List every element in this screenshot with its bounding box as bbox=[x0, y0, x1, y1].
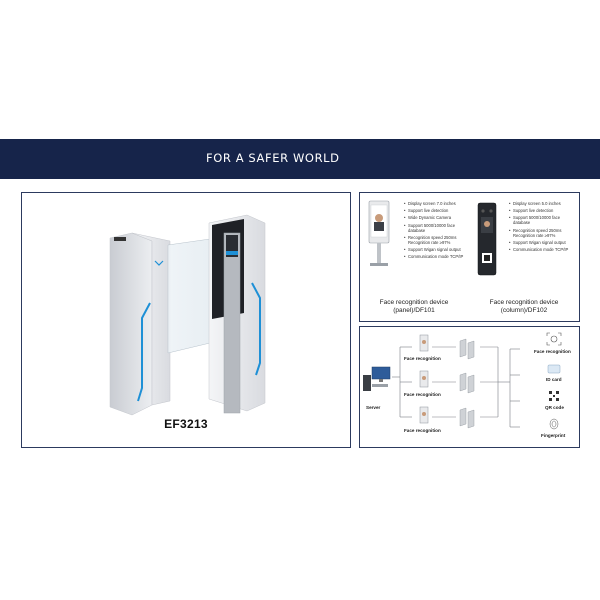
spec-item: Display screen 5.0 inches bbox=[509, 201, 577, 206]
column-device-image bbox=[477, 202, 497, 276]
panel-device-title-line2: (panel)/DF101 bbox=[393, 307, 435, 314]
header-banner: FOR A SAFER WORLD bbox=[0, 139, 600, 179]
column-device-title-line2: (column)/DF102 bbox=[500, 307, 548, 314]
turnstile-icon bbox=[459, 372, 467, 392]
face-terminal-2 bbox=[419, 370, 429, 388]
spec-item: Recognition speed 250ms Recognition rate… bbox=[404, 235, 470, 245]
terminal-label: Face recognition bbox=[404, 356, 441, 361]
column-device-title-line1: Face recognition device bbox=[489, 299, 559, 306]
turnstile-icon bbox=[459, 407, 467, 427]
system-diagram bbox=[363, 332, 562, 430]
spec-item: Support Wigan signal output bbox=[404, 247, 470, 252]
face-terminal-1 bbox=[419, 334, 429, 352]
system-diagram-panel: Server Face recognition Face recognition… bbox=[359, 326, 580, 448]
face-scan-icon bbox=[546, 332, 562, 346]
panel-device-specs: Display screen 7.0 inches Support live d… bbox=[404, 201, 470, 261]
panel-device-image bbox=[368, 200, 390, 266]
panel-device-title: Face recognition device (panel)/DF101 bbox=[364, 299, 464, 315]
terminal-label: Face recognition bbox=[404, 392, 441, 397]
spec-item: Display screen 7.0 inches bbox=[404, 201, 470, 206]
terminal-label: Face recognition bbox=[404, 428, 441, 433]
turnstile-icon bbox=[459, 338, 467, 358]
method-fingerprint: Fingerprint bbox=[541, 433, 566, 438]
spec-item: Support Wigan signal output bbox=[509, 240, 577, 245]
method-qr-code: QR code bbox=[545, 405, 564, 410]
device-specs-panel: Display screen 7.0 inches Support live d… bbox=[359, 192, 580, 322]
spec-item: Support 5000/10000 face database bbox=[509, 215, 577, 225]
server-label: Server bbox=[366, 405, 381, 410]
column-device-title: Face recognition device (column)/DF102 bbox=[474, 299, 574, 315]
spec-item: Support live detection bbox=[404, 208, 470, 213]
spec-item: Communication mode TCP/IP bbox=[404, 254, 470, 259]
spec-item: Support 5000/10000 face database bbox=[404, 223, 470, 233]
product-panel: EF3213 bbox=[21, 192, 351, 448]
method-face-recognition: Face recognition bbox=[534, 349, 571, 354]
fingerprint-icon bbox=[549, 418, 559, 430]
spec-item: Support live detection bbox=[509, 208, 577, 213]
turnstile-illustration bbox=[109, 214, 266, 416]
column-device-specs: Display screen 5.0 inches Support live d… bbox=[509, 201, 577, 254]
server-icon bbox=[363, 366, 391, 391]
spec-item: Wide Dynamic Camera bbox=[404, 215, 470, 220]
spec-item: Recognition speed 250ms Recognition rate… bbox=[509, 228, 577, 238]
product-model: EF3213 bbox=[164, 417, 208, 431]
id-card-icon bbox=[547, 364, 561, 374]
face-terminal-3 bbox=[419, 406, 429, 424]
banner-slogan: FOR A SAFER WORLD bbox=[206, 151, 340, 165]
panel-device-title-line1: Face recognition device bbox=[379, 299, 449, 306]
device-illustrations bbox=[368, 200, 497, 276]
qr-code-icon bbox=[549, 391, 559, 401]
spec-item: Communication mode TCP/IP bbox=[509, 247, 577, 252]
method-id-card: ID card bbox=[546, 377, 562, 382]
